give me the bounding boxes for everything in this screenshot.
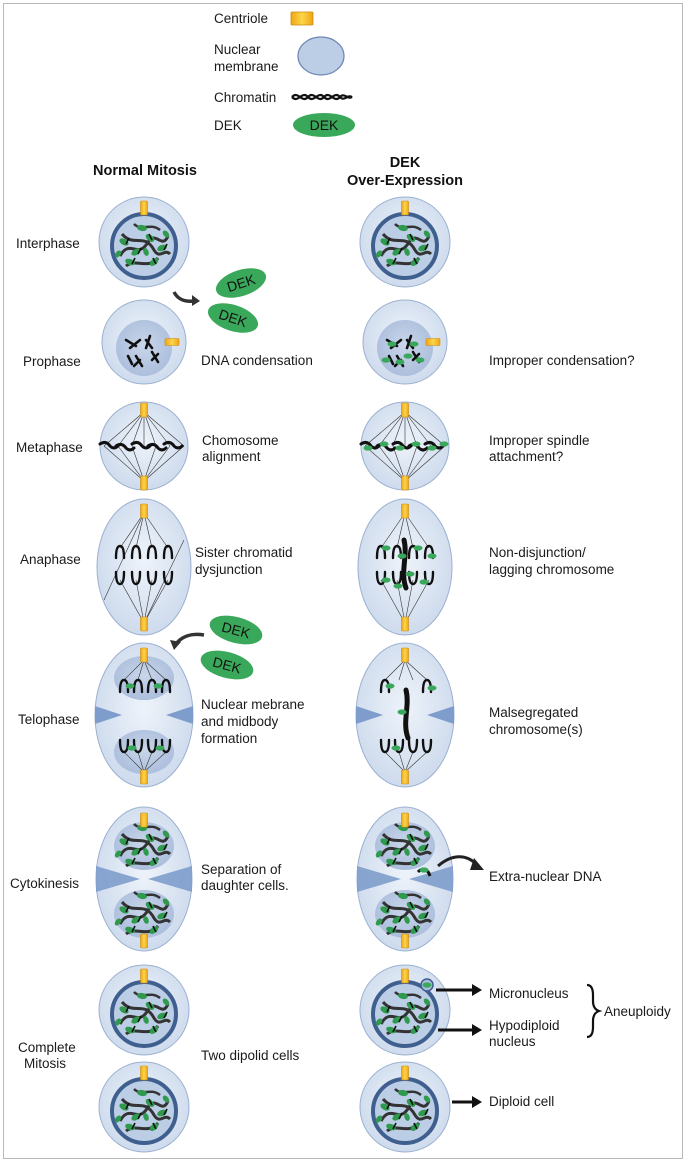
phase-label-interphase: Interphase: [16, 236, 80, 251]
normal-daughter-cell-1: [99, 965, 189, 1055]
dek-note-diploid: Diploid cell: [489, 1094, 555, 1109]
dek-diploid-cell: [360, 1062, 482, 1152]
dek-note-telophase-2: chromosome(s): [489, 722, 583, 737]
normal-note-telophase-3: formation: [201, 731, 258, 746]
column-title-normal: Normal Mitosis: [93, 163, 197, 179]
dek-note-hypodiploid-2: nucleus: [489, 1034, 536, 1049]
dek-note-telophase-1: Malsegregated: [489, 705, 579, 720]
phase-label-metaphase: Metaphase: [16, 440, 83, 455]
legend: DEK: [290, 11, 355, 137]
phase-label-prophase: Prophase: [23, 354, 81, 369]
dek-note-aneuploidy: Aneuploidy: [604, 1004, 671, 1019]
figure-frame: [3, 3, 683, 1159]
normal-prophase-cell: [101, 299, 187, 385]
chromatin-legend-icon: [291, 93, 353, 101]
normal-anaphase-cell: [96, 498, 192, 636]
legend-dek-label: DEK: [214, 118, 242, 133]
legend-centriole-label: Centriole: [214, 11, 269, 26]
normal-telophase-cell: [94, 642, 194, 788]
dek-aneuploid-cell: [360, 965, 482, 1055]
legend-nuclear-label: Nuclear: [214, 42, 261, 57]
phase-label-anaphase: Anaphase: [20, 552, 81, 567]
dek-badge-text: DEK: [211, 654, 244, 677]
dek-prophase-cell: [362, 299, 448, 385]
normal-daughter-cell-2: [99, 1062, 189, 1152]
column-title-dek-1: DEK: [389, 155, 421, 171]
dek-note-cytokinesis: Extra-nuclear DNA: [489, 869, 602, 884]
centriole-legend-icon: [290, 11, 314, 26]
dek-note-micronucleus: Micronucleus: [489, 986, 569, 1001]
dek-legend-icon: DEK: [293, 113, 355, 137]
phase-label-cytokinesis: Cytokinesis: [10, 876, 80, 891]
dek-badge-group-2: DEK DEK: [170, 615, 263, 680]
normal-cytokinesis-cell: [95, 806, 193, 952]
dek-interphase-cell: [360, 197, 450, 287]
normal-note-telophase-2: and midbody: [201, 714, 279, 729]
normal-note-cytokinesis-2: daughter cells.: [201, 878, 289, 893]
phase-label-telophase: Telophase: [18, 712, 80, 727]
dek-note-hypodiploid-1: Hypodiploid: [489, 1018, 560, 1033]
dek-note-prophase: Improper condensation?: [489, 353, 635, 368]
normal-metaphase-cell: [98, 401, 189, 491]
normal-note-prophase: DNA condensation: [201, 353, 313, 368]
dek-legend-text: DEK: [310, 117, 339, 133]
normal-note-metaphase-1: Chomosome: [202, 433, 279, 448]
dek-anaphase-cell: [357, 498, 453, 636]
normal-note-anaphase-2: dysjunction: [195, 562, 263, 577]
aneuploidy-brace: [586, 983, 603, 1039]
dek-badge-text: DEK: [220, 619, 253, 642]
column-title-dek-2: Over-Expression: [346, 173, 464, 189]
dek-telophase-cell: [355, 642, 455, 788]
normal-note-complete: Two dipolid cells: [201, 1048, 300, 1063]
dek-badge-group-1: DEK DEK: [172, 268, 267, 333]
normal-interphase-cell: [99, 197, 189, 287]
legend-membrane-label: membrane: [214, 59, 279, 74]
dek-metaphase-cell: [359, 401, 450, 491]
normal-note-metaphase-2: alignment: [202, 449, 261, 464]
dek-cytokinesis-cell: [356, 806, 484, 952]
dek-note-metaphase-1: Improper spindle: [489, 433, 590, 448]
nuclear-membrane-legend-icon: [297, 36, 345, 76]
normal-note-cytokinesis-1: Separation of: [201, 862, 282, 877]
normal-note-telophase-1: Nuclear mebrane: [201, 697, 305, 712]
phase-label-complete: Complete: [18, 1040, 76, 1055]
dek-note-metaphase-2: attachment?: [489, 449, 564, 464]
legend-chromatin-label: Chromatin: [214, 90, 277, 105]
normal-note-anaphase-1: Sister chromatid: [195, 545, 293, 560]
dek-note-anaphase-1: Non-disjunction/: [489, 545, 586, 560]
dek-note-anaphase-2: lagging chromosome: [489, 562, 615, 577]
phase-label-mitosis: Mitosis: [24, 1056, 67, 1071]
